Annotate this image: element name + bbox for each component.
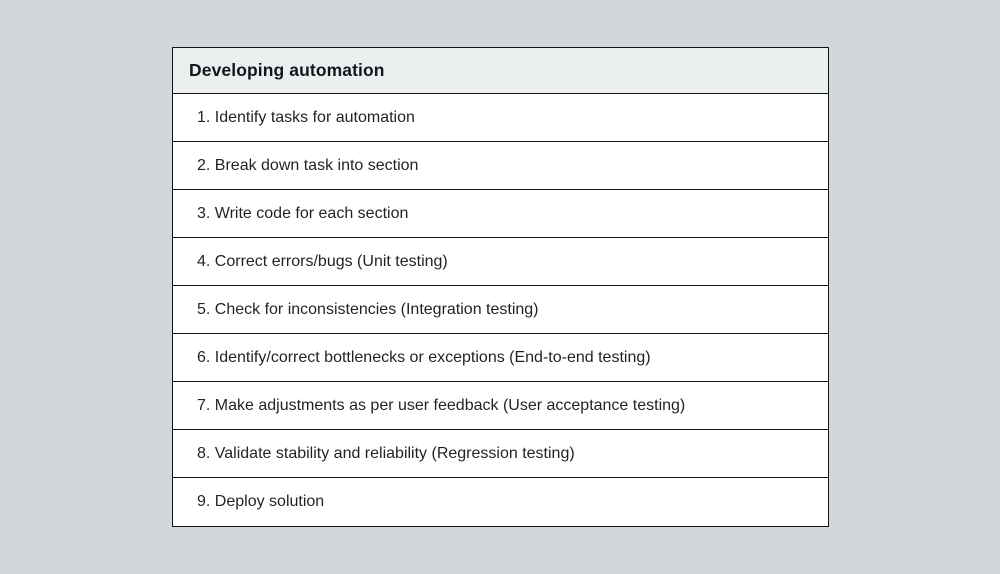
table-title: Developing automation xyxy=(189,60,385,80)
step-label: 4. Correct errors/bugs (Unit testing) xyxy=(197,252,448,270)
table-row: 4. Correct errors/bugs (Unit testing) xyxy=(173,238,828,286)
table-row: 1. Identify tasks for automation xyxy=(173,94,828,142)
step-label: 7. Make adjustments as per user feedback… xyxy=(197,396,686,414)
table-row: 9. Deploy solution xyxy=(173,478,828,526)
table-row: 6. Identify/correct bottlenecks or excep… xyxy=(173,334,828,382)
developing-automation-table: Developing automation 1. Identify tasks … xyxy=(172,47,829,527)
step-label: 1. Identify tasks for automation xyxy=(197,108,415,126)
table-row: 3. Write code for each section xyxy=(173,190,828,238)
step-label: 6. Identify/correct bottlenecks or excep… xyxy=(197,348,651,366)
table-row: 8. Validate stability and reliability (R… xyxy=(173,430,828,478)
step-label: 8. Validate stability and reliability (R… xyxy=(197,444,575,462)
step-label: 9. Deploy solution xyxy=(197,493,325,510)
table-header: Developing automation xyxy=(173,48,828,94)
table-row: 2. Break down task into section xyxy=(173,142,828,190)
table-row: 5. Check for inconsistencies (Integratio… xyxy=(173,286,828,334)
step-label: 3. Write code for each section xyxy=(197,204,409,222)
table-row: 7. Make adjustments as per user feedback… xyxy=(173,382,828,430)
step-label: 5. Check for inconsistencies (Integratio… xyxy=(197,300,539,318)
step-label: 2. Break down task into section xyxy=(197,156,419,174)
